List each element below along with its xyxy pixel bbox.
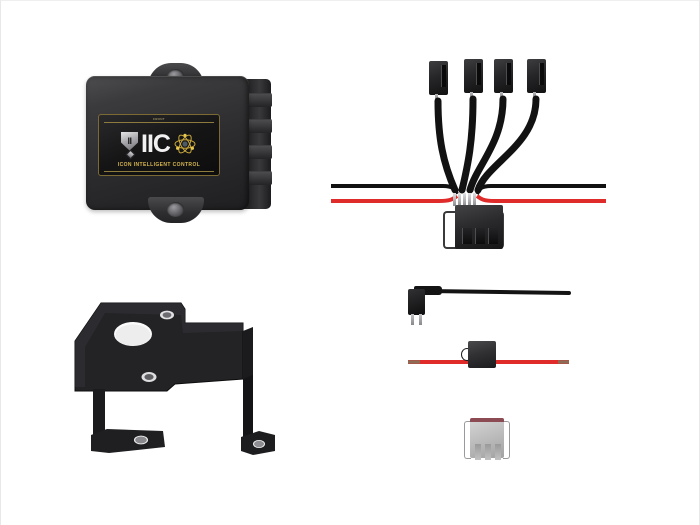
ecu-module: FRONT II IIC	[86, 63, 272, 223]
mounting-bracket	[63, 279, 278, 467]
label-divider-top	[104, 122, 214, 123]
plug-terminal-slot	[495, 444, 501, 460]
fuse-holder-body	[468, 341, 496, 368]
plug-terminal-slot	[485, 444, 491, 460]
ecu-mounting-tab-bottom	[148, 197, 204, 223]
pigtail-pin	[419, 314, 422, 325]
bracket-shape	[74, 302, 275, 455]
ecu-product-label: FRONT II IIC	[98, 114, 220, 176]
label-front-marker: FRONT	[153, 117, 165, 121]
pigtail-elbow	[414, 286, 442, 295]
shield-badge-text: II	[127, 135, 133, 146]
label-brand-line: ICON INTELLIGENT CONTROL	[117, 162, 201, 168]
plug-terminal-slot	[475, 444, 481, 460]
plug-locking-bail-right	[503, 421, 510, 459]
plug-seal-stripe	[470, 418, 504, 422]
connector-locking-bail-left	[443, 211, 457, 249]
pigtail-pin	[411, 314, 414, 325]
product-abbreviation: IIC	[141, 129, 171, 158]
inline-fuse-assembly	[406, 337, 571, 377]
ecu-housing: FRONT II IIC	[86, 76, 249, 210]
locking-connector-plug	[463, 413, 511, 465]
harness-wires	[331, 95, 606, 203]
pigtail-lead	[406, 284, 571, 326]
icon-shield-badge: II	[121, 131, 139, 159]
atom-emblem-icon	[174, 133, 196, 154]
label-divider-bottom	[104, 171, 214, 172]
bolt-hole-icon	[167, 202, 184, 217]
plug-locking-bail-left	[464, 421, 471, 459]
pigtail-cable	[426, 289, 571, 295]
pigtail-connector-head	[408, 289, 425, 315]
shield-pendant-icon	[125, 149, 136, 159]
wire-harness	[331, 53, 606, 268]
connector-pin-comb	[453, 193, 476, 206]
main-harness-connector	[455, 205, 503, 249]
